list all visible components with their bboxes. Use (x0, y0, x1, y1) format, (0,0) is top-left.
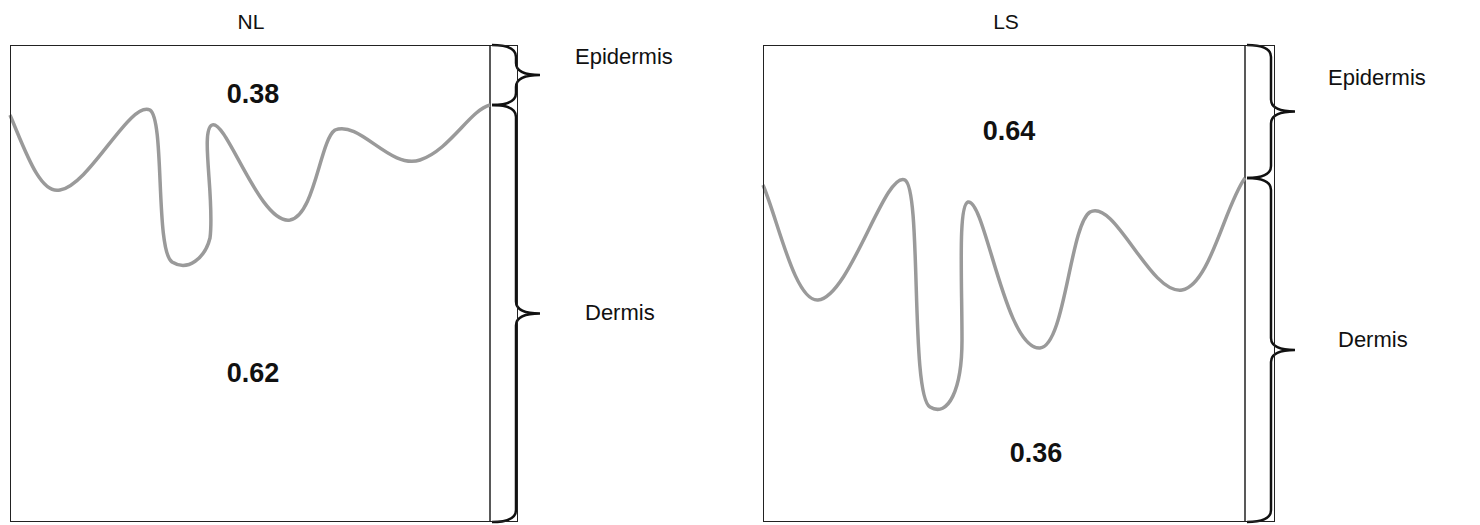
fraction-value: 0.64 (983, 116, 1036, 147)
fraction-value: 0.36 (1010, 438, 1063, 469)
layer-label: Epidermis (575, 44, 673, 70)
layer-label: Epidermis (1328, 65, 1426, 91)
layer-bracket (1247, 178, 1295, 522)
layer-label: Dermis (1338, 327, 1408, 353)
layer-bracket (1247, 45, 1295, 178)
dermal-epidermal-junction (10, 105, 490, 265)
panel-divider (489, 45, 491, 522)
panel-title: LS (993, 10, 1019, 34)
layer-bracket (492, 45, 540, 105)
fraction-value: 0.62 (227, 358, 280, 389)
layer-bracket (492, 105, 540, 522)
skin-panel: LS0.640.36 (763, 45, 1275, 522)
skin-panel: NL0.380.62 (10, 45, 518, 522)
panel-title: NL (238, 10, 265, 34)
dermal-epidermal-junction (763, 178, 1245, 409)
panel-divider (1244, 45, 1246, 522)
fraction-value: 0.38 (227, 79, 280, 110)
layer-label: Dermis (585, 300, 655, 326)
